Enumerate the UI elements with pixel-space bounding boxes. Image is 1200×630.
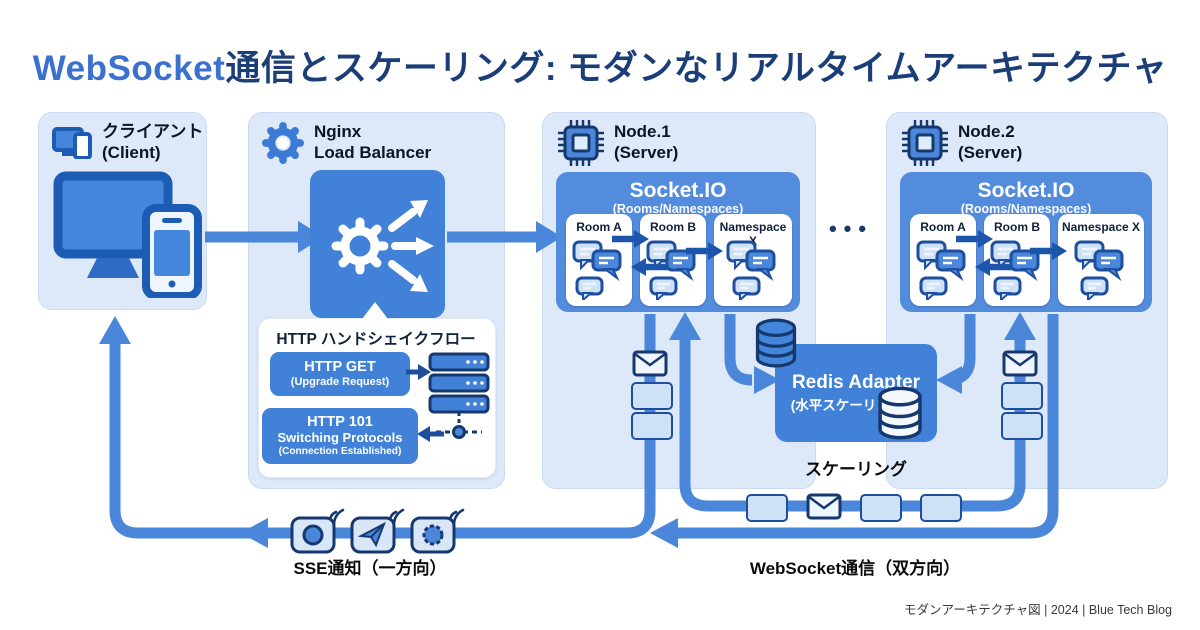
http-get-line2: (Upgrade Request) xyxy=(290,376,390,389)
node1-socketio-title: Socket.IO xyxy=(629,179,727,202)
load-balancer-gear-icon xyxy=(331,200,434,292)
chat-bubbles-icon xyxy=(646,240,696,300)
node2-socketio-title: Socket.IO xyxy=(977,179,1075,202)
packet-icon xyxy=(746,494,788,522)
database-icon xyxy=(878,386,922,440)
page-title: WebSocket通信とスケーリング: モダンなリアルタイムアーキテクチャ xyxy=(0,40,1200,91)
handshake-pointer xyxy=(362,302,388,319)
room-label: Room A xyxy=(920,220,966,234)
redis-title: Redis Adapter xyxy=(791,372,921,393)
nginx-role: Load Balancer xyxy=(314,143,432,162)
node1-name: Node.1 xyxy=(614,122,671,142)
room-label: Namespace X xyxy=(1061,220,1141,234)
http-101-line2: Switching Protocols xyxy=(277,430,403,445)
node2-name: Node.2 xyxy=(958,122,1015,142)
nginx-name: Nginx xyxy=(314,122,362,142)
ellipsis-separator: ••• xyxy=(828,216,874,241)
scaling-caption: スケーリング xyxy=(805,460,907,479)
cpu-chip-icon xyxy=(902,120,948,166)
database-icon xyxy=(755,318,797,368)
node1-header: Node.1 (Server) xyxy=(558,120,678,166)
room-label: Room A xyxy=(576,220,622,234)
room-label: Room B xyxy=(994,220,1040,234)
node1-socketio-subtitle: (Rooms/Namespaces) xyxy=(612,202,744,217)
devices-icon xyxy=(52,126,92,159)
room-label: Namespace X xyxy=(719,220,787,248)
client-label-en: (Client) xyxy=(102,142,161,162)
packet-icon xyxy=(1001,382,1043,410)
client-devices-illustration xyxy=(53,171,202,298)
node2-type: (Server) xyxy=(958,143,1023,162)
client-label-ja: クライアント xyxy=(102,122,204,141)
http-get-line1: HTTP GET xyxy=(304,359,376,376)
handshake-title: HTTP ハンドシェイクフロー xyxy=(276,331,476,348)
gear-icon xyxy=(262,122,304,164)
title-rest: 通信とスケーリング: モダンなリアルタイムアーキテクチャ xyxy=(225,49,1168,88)
server-stack-icon xyxy=(428,352,490,439)
title-highlight: WebSocket xyxy=(32,49,226,88)
room-label: Room B xyxy=(650,220,696,234)
client-header: クライアント (Client) xyxy=(52,122,203,163)
chat-bubbles-icon xyxy=(572,240,622,300)
http-get-box: HTTP GET (Upgrade Request) xyxy=(270,352,410,396)
notification-circle-icon xyxy=(410,508,465,554)
packet-icon xyxy=(631,412,673,440)
http-101-line1: HTTP 101 xyxy=(307,414,373,431)
chat-bubbles-icon xyxy=(916,240,966,300)
chat-bubbles-icon xyxy=(726,240,776,300)
node1-type: (Server) xyxy=(614,143,679,162)
packet-icon xyxy=(631,382,673,410)
packet-icon xyxy=(860,494,902,522)
chat-bubbles-icon xyxy=(1074,240,1124,300)
nginx-header: Nginx Load Balancer xyxy=(262,122,431,164)
packet-icon xyxy=(920,494,962,522)
http-101-box: HTTP 101 Switching Protocols (Connection… xyxy=(262,408,418,464)
envelope-icon xyxy=(1002,350,1038,377)
envelope-icon xyxy=(632,350,668,377)
envelope-icon xyxy=(806,493,842,520)
node2-header: Node.2 (Server) xyxy=(902,120,1022,166)
chat-bubbles-icon xyxy=(990,240,1040,300)
http-101-line3: (Connection Established) xyxy=(278,445,402,457)
sse-flow-label: SSE通知（一方向） xyxy=(293,559,447,578)
footer-credit: モダンアーキテクチャ図 | 2024 | Blue Tech Blog xyxy=(904,603,1172,617)
notification-bell-icon xyxy=(290,508,345,554)
send-plane-icon xyxy=(350,508,405,554)
websocket-flow-label: WebSocket通信（双方向） xyxy=(749,559,961,578)
packet-icon xyxy=(1001,412,1043,440)
cpu-chip-icon xyxy=(558,120,604,166)
node2-socketio-subtitle: (Rooms/Namespaces) xyxy=(960,202,1092,217)
